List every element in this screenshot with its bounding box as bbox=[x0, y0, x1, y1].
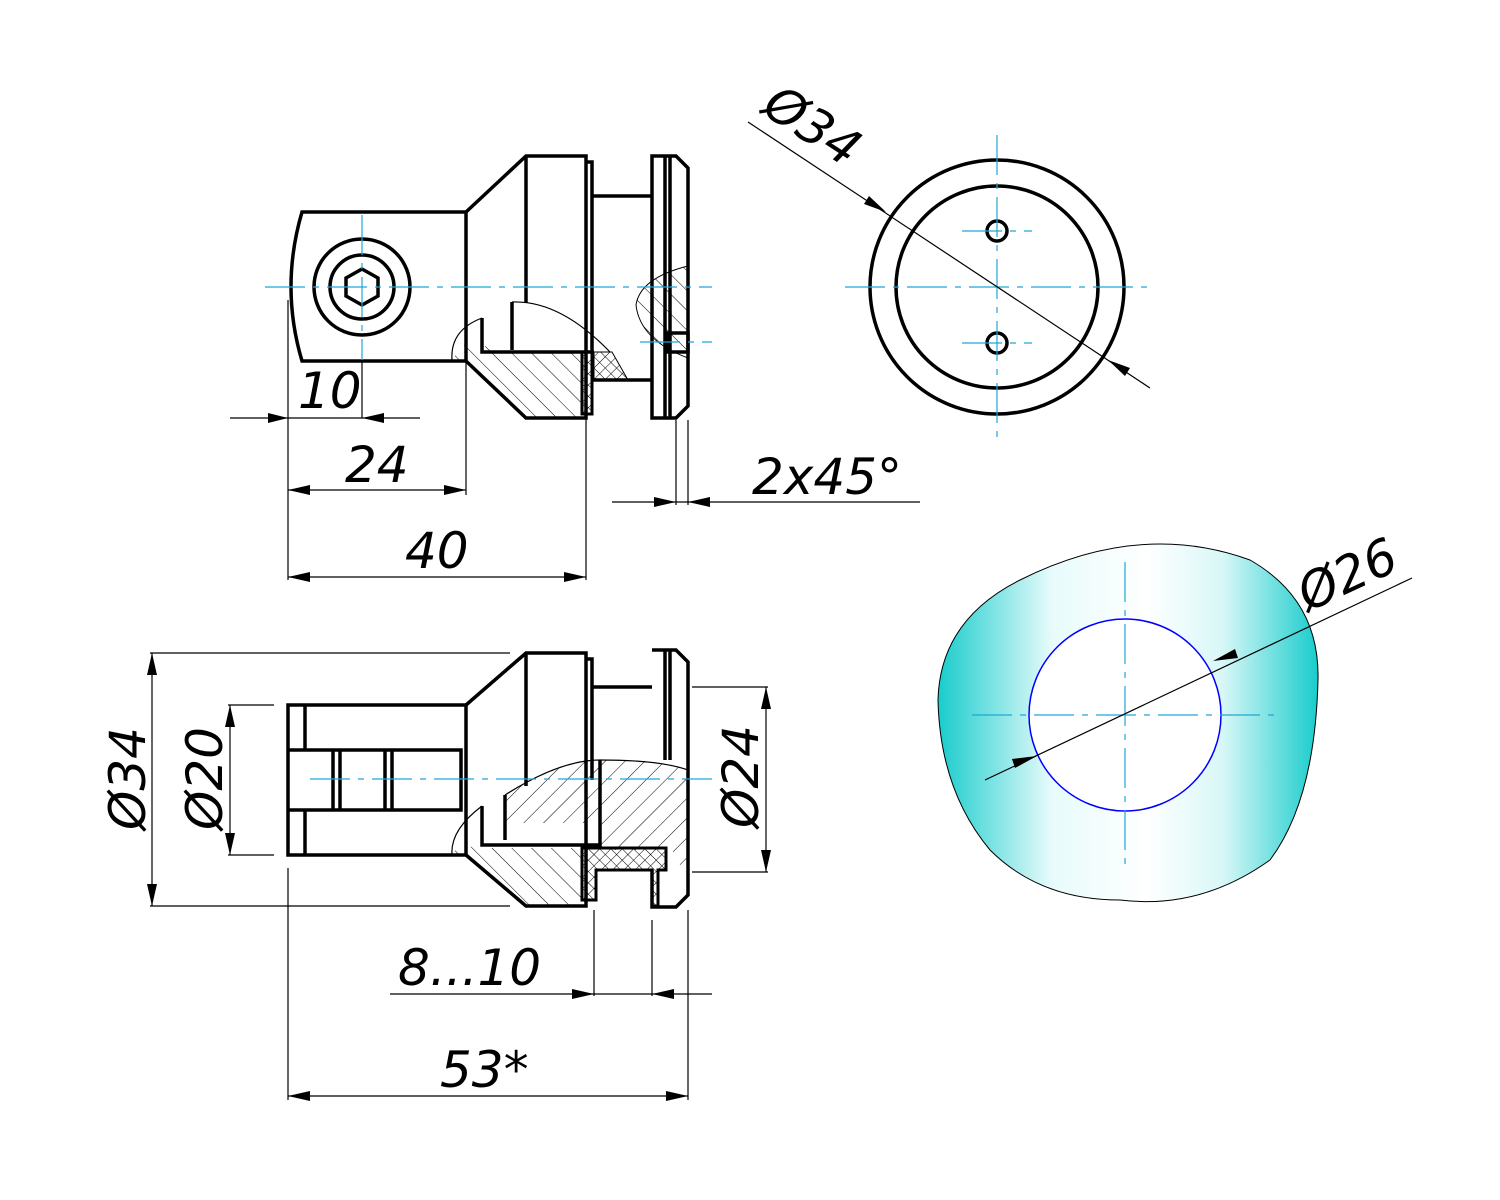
bottom-view-dimensions: Ø34 Ø20 Ø24 8...10 53* bbox=[99, 652, 771, 1101]
top-view-part bbox=[265, 154, 712, 420]
dim-d24-label: Ø24 bbox=[712, 725, 770, 830]
bottom-view-part bbox=[286, 648, 712, 909]
dim-24-label: 24 bbox=[345, 436, 409, 494]
end-view-diameter-label: Ø34 bbox=[752, 72, 872, 178]
end-view: Ø34 bbox=[747, 72, 1151, 440]
dim-10-label: 10 bbox=[298, 362, 362, 420]
dim-gap-label: 8...10 bbox=[398, 939, 541, 997]
dim-chamfer-label: 2x45° bbox=[752, 448, 902, 506]
hole-view: Ø26 bbox=[937, 527, 1413, 903]
dim-d20-label: Ø20 bbox=[176, 727, 234, 832]
dim-53-label: 53* bbox=[440, 1041, 529, 1099]
dim-40-label: 40 bbox=[405, 522, 469, 580]
top-view-dimensions: 10 24 40 2x45° bbox=[230, 300, 920, 582]
dim-d34-label: Ø34 bbox=[99, 727, 157, 832]
